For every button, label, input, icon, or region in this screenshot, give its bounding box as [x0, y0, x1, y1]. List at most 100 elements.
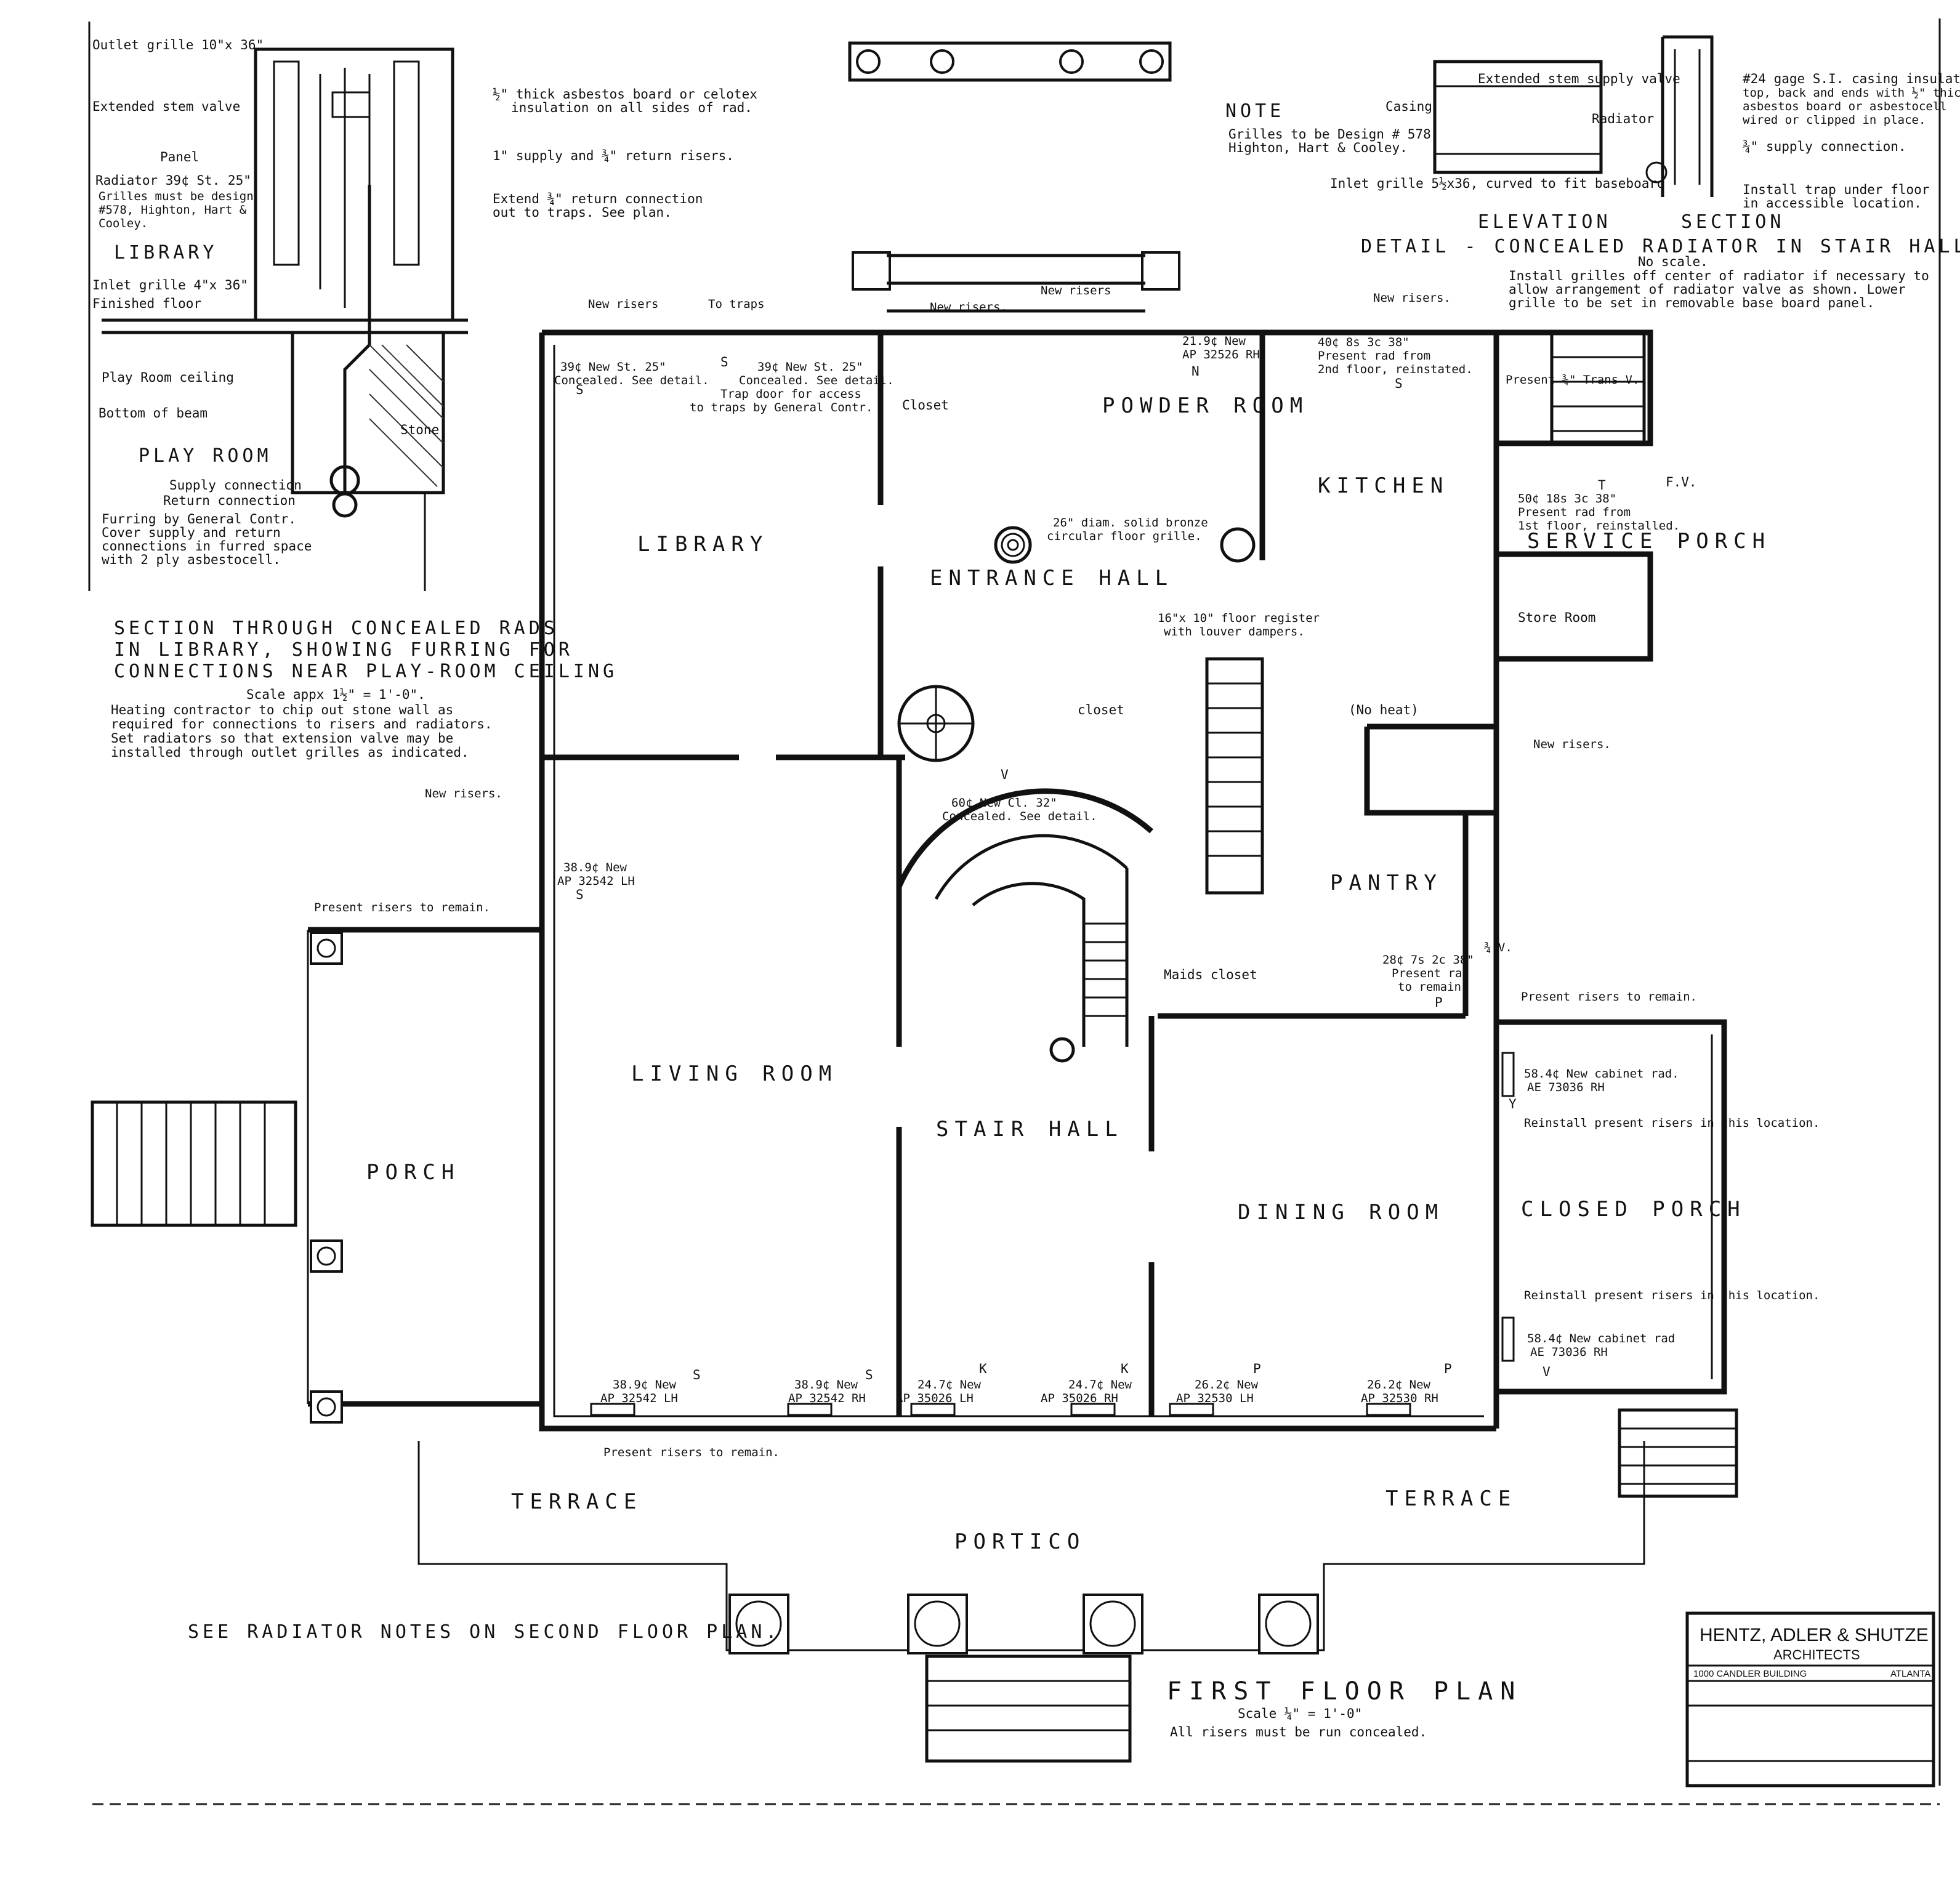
bottom-rad-6a: 26.2¢ New: [1367, 1378, 1431, 1392]
casing-note-1: #24 gage S.I. casing insulate: [1743, 71, 1960, 86]
casing-label: Casing: [1385, 99, 1432, 114]
stone-label: Stone: [400, 422, 439, 437]
no-scale-label: No scale.: [1638, 254, 1708, 269]
plan-walls: [307, 329, 1727, 1651]
av-mark: ¾ V.: [1484, 941, 1512, 954]
new-risers-1: New risers: [588, 297, 658, 311]
rad-40-3: 2nd floor, reinstated.: [1318, 363, 1473, 376]
install-note-2: allow arrangement of radiator valve as s…: [1509, 282, 1906, 297]
bottom-rad-5a: 26.2¢ New: [1195, 1378, 1259, 1392]
rad-28-3: to remain.: [1398, 980, 1468, 994]
section-label: SECTION: [1681, 211, 1785, 233]
room-dining-room: DINING ROOM: [1238, 1200, 1444, 1225]
floor-grille-1: 26" diam. solid bronze: [1053, 516, 1208, 530]
rad-50-2: Present rad from: [1518, 506, 1631, 519]
extended-stem-valve-label: Extended stem valve: [92, 99, 240, 114]
mark-p-1: P: [1435, 995, 1443, 1010]
rad-39-lib-2b: Concealed. See detail.: [739, 374, 894, 387]
asbestos-note-1: ½" thick asbestos board or celotex: [493, 87, 757, 102]
section-title-1: SECTION THROUGH CONCEALED RADS: [114, 618, 559, 639]
rad-58-2a: 58.4¢ New cabinet rad: [1527, 1332, 1675, 1345]
rad-38-1: 38.9¢ New: [563, 861, 627, 874]
room-closet-2: closet: [1078, 703, 1124, 717]
bottom-rad-3b: AP 35026 LH: [896, 1392, 974, 1405]
new-risers-4: New risers.: [1373, 291, 1451, 305]
porch-steps: [91, 1100, 297, 1227]
heating-note-2: required for connections to risers and r…: [111, 717, 493, 731]
room-closet-1: Closet: [902, 398, 949, 413]
room-library: LIBRARY: [637, 532, 768, 557]
extend-note-1: Extend ¾" return connection: [493, 191, 703, 206]
rad-58-1a: 58.4¢ New cabinet rad.: [1524, 1067, 1679, 1081]
stair-note-heading: NOTE: [1225, 100, 1284, 122]
bottom-rad-2a: 38.9¢ New: [794, 1378, 858, 1392]
outlet-grille-label: Outlet grille 10"x 36": [92, 38, 264, 52]
bronze-floor-grille: [994, 526, 1032, 564]
bottom-rad-2b: AP 32542 RH: [788, 1392, 866, 1405]
casing-note-4: wired or clipped in place.: [1743, 113, 1926, 127]
trap-door-2: to traps by General Contr.: [690, 401, 873, 414]
rad-38-2: AP 32542 LH: [557, 874, 635, 888]
bottom-rad-1a: 38.9¢ New: [613, 1378, 677, 1392]
stair-radiator-detail: [1433, 35, 1714, 197]
heating-note-3: Set radiators so that extension valve ma…: [111, 731, 453, 746]
service-stair: [1205, 657, 1264, 895]
to-traps: To traps: [708, 297, 765, 311]
asbestos-note-2: insulation on all sides of rad.: [511, 100, 752, 115]
floor-grille-2: circular floor grille.: [1047, 530, 1202, 543]
rad-60-2: Concealed. See detail.: [942, 810, 1097, 823]
room-porch: PORCH: [366, 1160, 460, 1185]
new-risers-3: New risers: [1041, 284, 1111, 297]
reinstall-1: Reinstall present risers in this locatio…: [1524, 1116, 1820, 1130]
radiator-detail-label: Radiator: [1592, 111, 1654, 126]
new-risers-6: New risers.: [425, 787, 502, 800]
top-medallion-strip: [848, 41, 1172, 82]
rad-39-lib-2: 39¢ New St. 25": [757, 360, 863, 374]
mark-s-1: S: [576, 382, 584, 397]
install-note-3: grille to be set in removable base board…: [1509, 296, 1874, 310]
supply-connection-detail: ¾" supply connection.: [1743, 139, 1906, 154]
install-note-1: Install grilles off center of radiator i…: [1509, 268, 1929, 283]
mark-s-4: S: [576, 887, 584, 902]
furring-note-2: Cover supply and return: [102, 525, 281, 540]
room-portico: PORTICO: [954, 1529, 1086, 1554]
radiator-label: Radiator 39¢ St. 25": [95, 173, 251, 188]
bottom-of-beam-label: Bottom of beam: [99, 406, 208, 421]
inlet-grille-detail-label: Inlet grille 5½x36, curved to fit basebo…: [1330, 176, 1665, 191]
casing-note-3: asbestos board or asbestocell: [1743, 100, 1947, 113]
present-risers-3: Present risers to remain.: [603, 1446, 780, 1459]
curved-stair: [896, 788, 1153, 1063]
cabinet-rad-2: [1501, 1316, 1515, 1362]
closed-porch-steps: [1618, 1408, 1738, 1498]
rad-28-2: Present rad: [1392, 967, 1469, 980]
furring-note-1: Furring by General Contr.: [102, 512, 296, 526]
plan-scale: Scale ¼" = 1'-0": [1238, 1706, 1362, 1721]
rad-39-lib-1: 39¢ New St. 25": [560, 360, 666, 374]
risers-concealed-note: All risers must be run concealed.: [1170, 1725, 1427, 1739]
rad-58-2b: AE 73036 RH: [1530, 1345, 1608, 1359]
heating-note-4: installed through outlet grilles as indi…: [111, 745, 469, 760]
finished-floor-label: Finished floor: [92, 296, 201, 311]
section-library-label: LIBRARY: [114, 242, 217, 264]
grilles-note-3: Cooley.: [99, 217, 148, 230]
room-maids-closet: Maids closet: [1164, 967, 1257, 982]
bottom-rad-4a: 24.7¢ New: [1068, 1378, 1132, 1392]
grilles-note-2: #578, Highton, Hart &: [99, 203, 247, 217]
present-trans: Present ¾" Trans V.: [1506, 373, 1639, 387]
supply-connection-label: Supply connection: [169, 478, 302, 493]
bottom-rad-1b: AP 32542 LH: [600, 1392, 678, 1405]
section-title-2: IN LIBRARY, SHOWING FURRING FOR: [114, 639, 573, 661]
stair-note-2: Highton, Hart & Cooley.: [1228, 140, 1408, 155]
install-trap-1: Install trap under floor: [1743, 182, 1929, 197]
rad-40-1: 40¢ 8s 3c 38": [1318, 336, 1410, 349]
mark-n-1: N: [1192, 364, 1200, 379]
see-radiator-notes: SEE RADIATOR NOTES ON SECOND FLOOR PLAN.: [188, 1621, 780, 1643]
install-trap-2: in accessible location.: [1743, 196, 1922, 211]
register-1: 16"x 10" floor register: [1158, 611, 1320, 625]
rad-21b: AP 32526 RH: [1182, 348, 1260, 361]
mark-s-2: S: [720, 355, 728, 369]
plan-title: FIRST FLOOR PLAN: [1167, 1677, 1522, 1706]
mark-p-3: P: [1444, 1361, 1452, 1376]
room-service-porch: SERVICE PORCH: [1527, 529, 1771, 554]
